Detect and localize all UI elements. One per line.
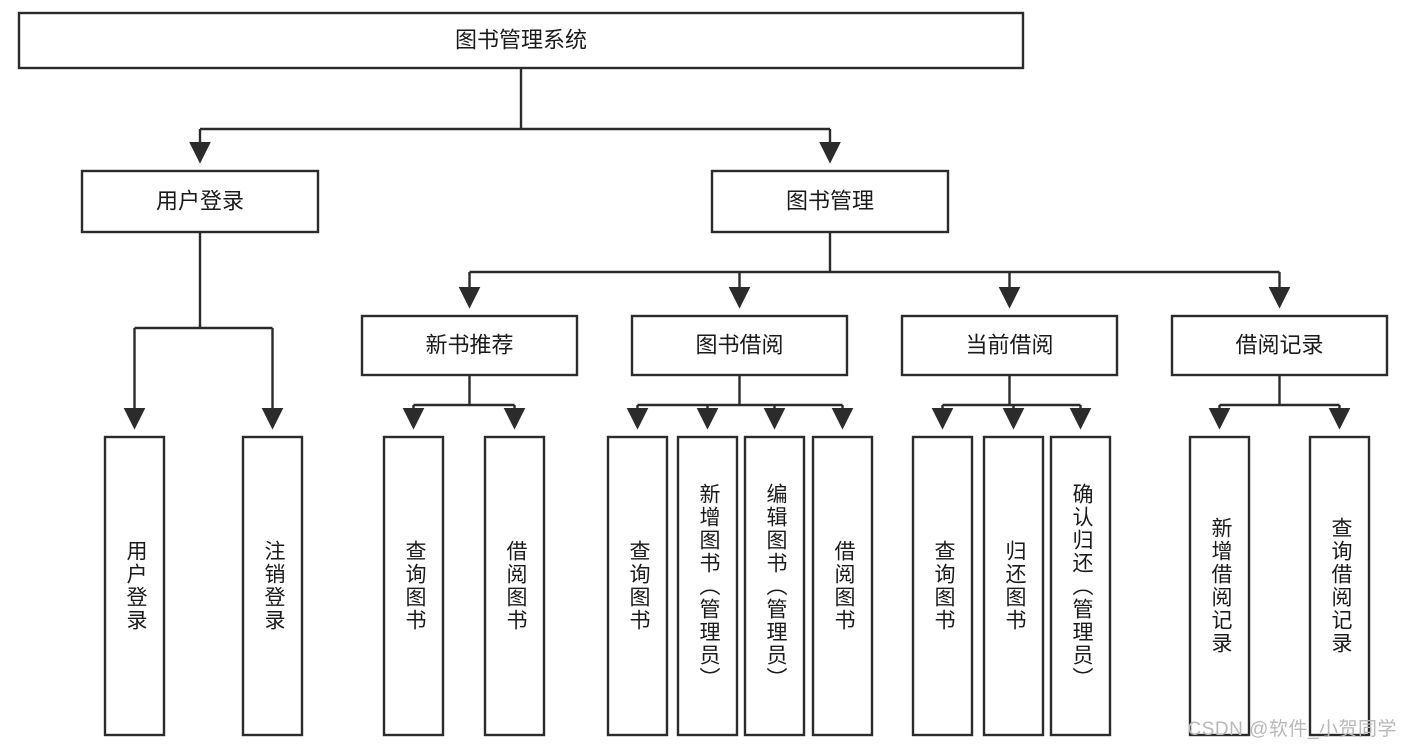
node-new-book-recommend-label: 新书推荐	[425, 332, 513, 357]
node-current-borrow-label: 当前借阅	[965, 332, 1053, 357]
node-root-label: 图书管理系统	[455, 27, 587, 52]
leaf-leaf-edit-book[interactable]	[743, 435, 806, 737]
connector-layer	[123, 68, 1351, 430]
node-user-login-label: 用户登录	[156, 188, 244, 213]
node-book-manage-rect[interactable]	[710, 169, 950, 234]
leaf-leaf-logout[interactable]	[241, 435, 304, 737]
leaf-leaf-borrow-book-2[interactable]	[811, 435, 874, 737]
leaf-leaf-confirm-return[interactable]	[1049, 435, 1112, 737]
node-book-manage-label: 图书管理	[786, 188, 874, 213]
node-new-book-recommend[interactable]: 新书推荐	[360, 314, 579, 377]
node-borrow-record[interactable]: 借阅记录	[1170, 314, 1389, 377]
leaf-leaf-return-book[interactable]	[982, 435, 1045, 737]
leaf-leaf-user-login[interactable]	[103, 435, 166, 737]
node-borrow-record-label: 借阅记录	[1235, 332, 1323, 357]
node-root[interactable]: 图书管理系统	[17, 11, 1025, 70]
node-user-login-rect[interactable]	[80, 169, 320, 234]
node-current-borrow[interactable]: 当前借阅	[900, 314, 1119, 377]
node-book-borrow-label: 图书借阅	[695, 332, 783, 357]
node-book-borrow[interactable]: 图书借阅	[630, 314, 849, 377]
node-book-borrow-rect[interactable]	[630, 314, 849, 377]
leaf-leaf-borrow-book-1[interactable]	[483, 435, 546, 737]
node-new-book-recommend-rect[interactable]	[360, 314, 579, 377]
node-current-borrow-rect[interactable]	[900, 314, 1119, 377]
leaf-leaf-add-book[interactable]	[676, 435, 739, 737]
leaf-leaf-query-record[interactable]	[1308, 435, 1371, 737]
node-root-rect[interactable]	[17, 11, 1025, 70]
leaf-leaf-query-book-3[interactable]	[911, 435, 974, 737]
leaf-leaf-query-book-2[interactable]	[606, 435, 669, 737]
node-book-manage[interactable]: 图书管理	[710, 169, 950, 234]
node-borrow-record-rect[interactable]	[1170, 314, 1389, 377]
node-user-login[interactable]: 用户登录	[80, 169, 320, 234]
leaf-leaf-query-book-1[interactable]	[382, 435, 445, 737]
leaf-leaf-add-record[interactable]	[1188, 435, 1251, 737]
